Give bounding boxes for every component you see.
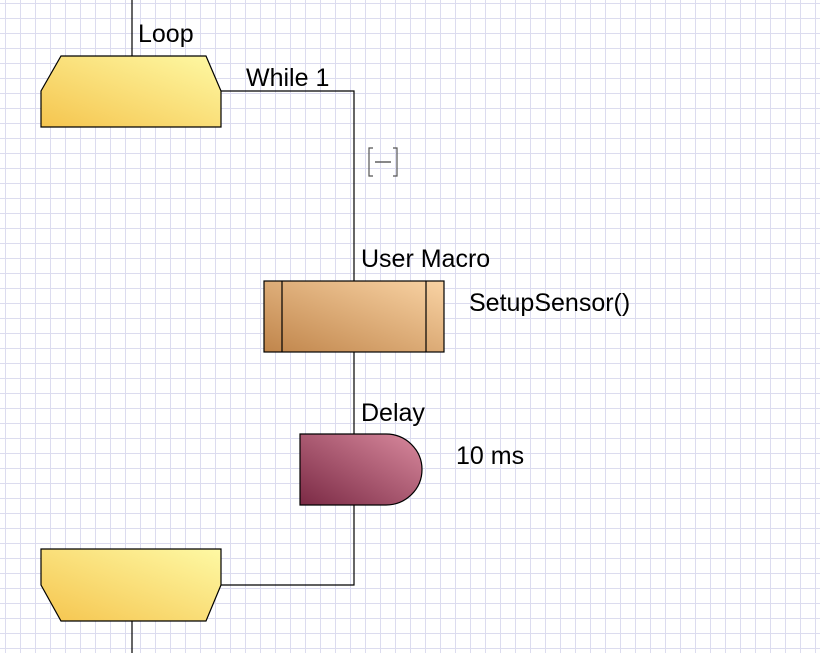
delay-block[interactable] [299,433,423,506]
loop-condition-label: While 1 [246,64,330,92]
loop-start-shape[interactable] [40,55,222,128]
delay-label: Delay [361,399,425,427]
user-macro-block[interactable] [263,280,445,353]
connector-loop-return-bottom [221,505,355,586]
collapse-button[interactable] [367,146,399,178]
connector-loop-return-top [221,90,355,281]
loop-end-shape[interactable] [40,548,222,622]
loop-label: Loop [138,20,194,48]
minus-icon [368,147,398,177]
delay-value: 10 ms [456,442,525,470]
user-macro-label: User Macro [361,245,491,273]
user-macro-call: SetupSensor() [469,289,631,317]
